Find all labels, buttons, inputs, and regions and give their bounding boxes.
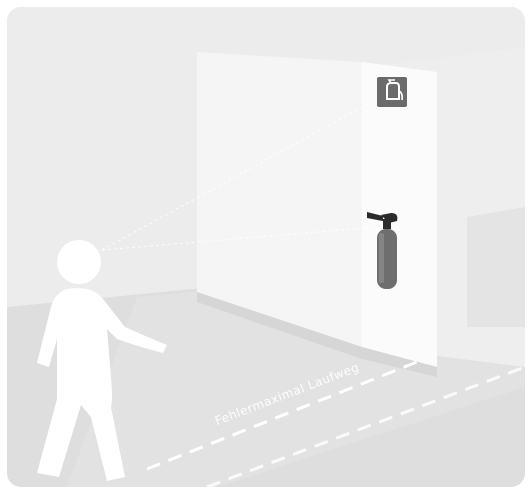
scene-illustration [7,7,525,487]
illustration-frame: Fehlermaximal Laufweg [7,7,525,487]
right-wall-shade [467,207,525,327]
fire-extinguisher-sign-icon [377,77,407,107]
